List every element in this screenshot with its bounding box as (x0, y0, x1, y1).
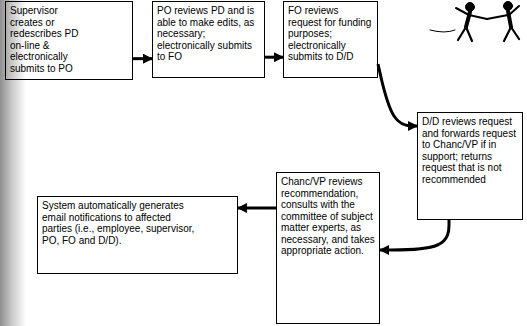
flow-arrow (133, 57, 152, 60)
box-text: D/D reviews request and forwards request… (422, 116, 518, 185)
figure-arm (487, 15, 508, 19)
process-box: Chanc/VP reviews recommendation, consult… (276, 172, 380, 324)
figure-arm (469, 15, 487, 19)
process-box: FO reviews request for funding purposes;… (283, 1, 378, 78)
flow-arrow (265, 56, 283, 59)
process-box: D/D reviews request and forwards request… (417, 112, 523, 220)
figure-arm (509, 6, 519, 15)
box-text: FO reviews request for funding purposes;… (288, 5, 373, 63)
motion-line (430, 30, 455, 32)
process-box: Supervisor creates or redescribes PD on-… (5, 1, 133, 80)
flow-arrow (380, 220, 449, 250)
box-text: Supervisor creates or redescribes PD on-… (10, 5, 86, 74)
figure-legs (504, 27, 519, 41)
box-text: Chanc/VP reviews recommendation, consult… (281, 176, 375, 257)
process-box: System automatically generates email not… (37, 196, 238, 274)
box-text: System automatically generates email not… (42, 200, 202, 246)
dancing-figures (430, 2, 519, 42)
figure-legs (458, 27, 472, 41)
figure-arm (456, 8, 469, 15)
flow-arrow (378, 64, 417, 126)
box-text: PO reviews PD and is able to make edits,… (157, 5, 260, 63)
flow-arrow (238, 207, 276, 210)
process-box: PO reviews PD and is able to make edits,… (152, 1, 265, 78)
